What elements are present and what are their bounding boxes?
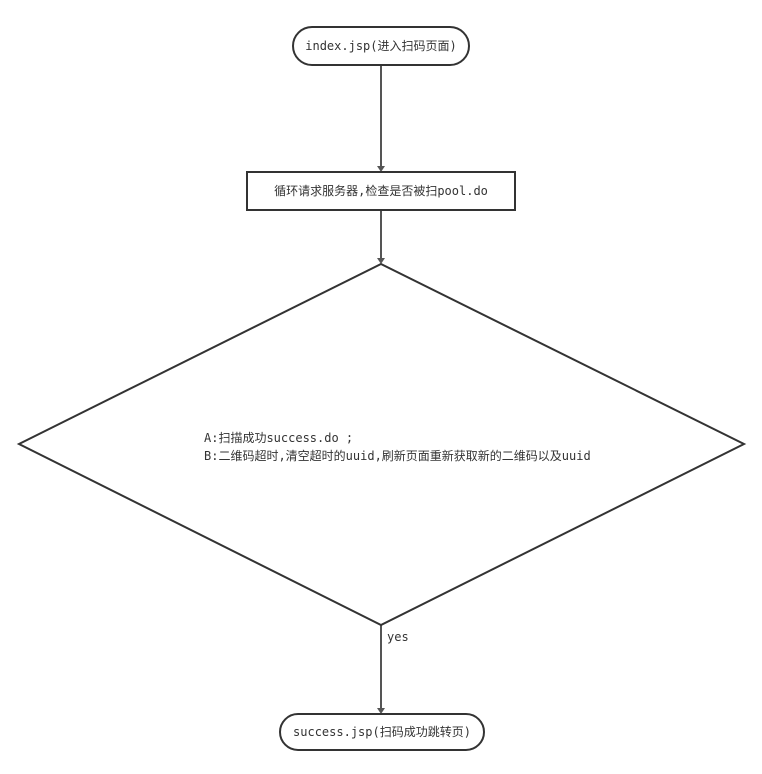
end-label: success.jsp(扫码成功跳转页) xyxy=(293,724,471,739)
decision-shape xyxy=(16,262,747,627)
edge-poll-to-decision xyxy=(377,210,385,264)
edge-decision-to-end: yes xyxy=(377,625,409,714)
decision-line-a: A:扫描成功success.do ; xyxy=(204,431,353,445)
poll-shape xyxy=(246,171,516,211)
poll-label: 循环请求服务器,检查是否被扫pool.do xyxy=(274,183,488,198)
node-decision[interactable]: A:扫描成功success.do ; B:二维码超时,清空超时的uuid,刷新页… xyxy=(16,262,747,627)
start-label: index.jsp(进入扫码页面) xyxy=(305,39,456,53)
node-end[interactable]: success.jsp(扫码成功跳转页) xyxy=(279,713,485,751)
end-shape xyxy=(279,713,485,751)
edge-start-to-poll xyxy=(377,65,385,172)
node-start[interactable]: index.jsp(进入扫码页面) xyxy=(292,26,470,66)
start-shape xyxy=(292,26,470,66)
node-poll[interactable]: 循环请求服务器,检查是否被扫pool.do xyxy=(246,171,516,211)
edge-label-yes: yes xyxy=(387,630,409,644)
decision-line-b: B:二维码超时,清空超时的uuid,刷新页面重新获取新的二维码以及uuid xyxy=(204,448,591,463)
